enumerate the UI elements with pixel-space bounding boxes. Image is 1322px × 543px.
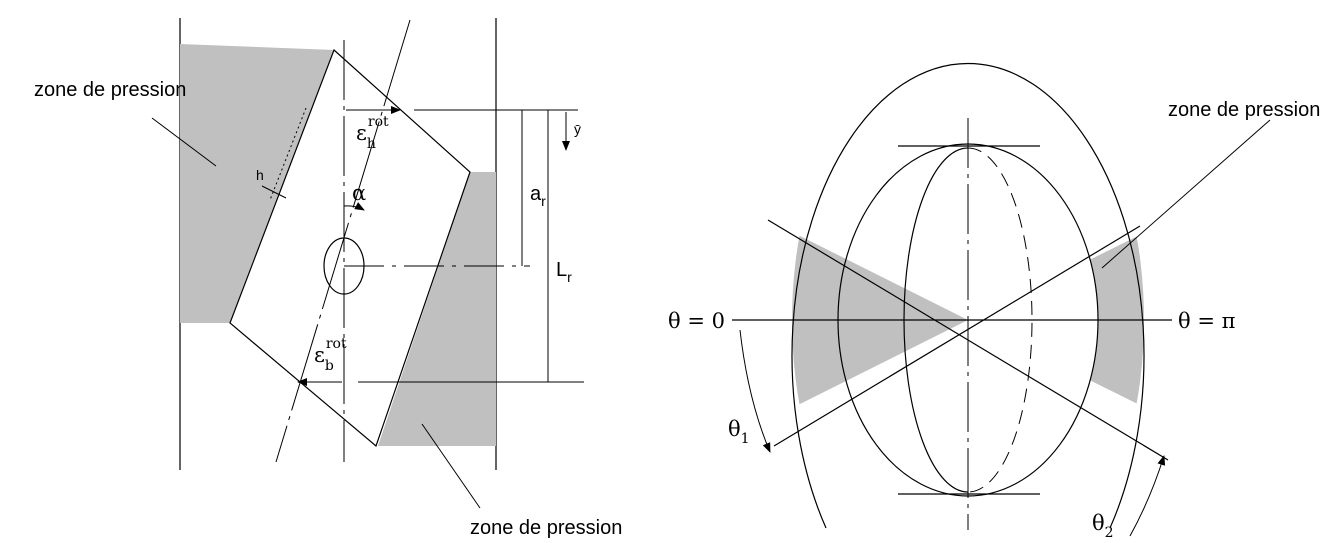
eps-h-label: εhrot <box>356 114 389 152</box>
theta-2-label: θ2 <box>1092 511 1114 541</box>
theta-2-arc <box>1129 455 1166 537</box>
theta-pi-label: θ = π <box>1178 309 1236 333</box>
film-dotted-line <box>269 107 307 201</box>
L-r-label: Lr <box>556 259 572 285</box>
middle-ellipse-right-dashed <box>967 147 1033 493</box>
zone-leader-top <box>151 117 217 167</box>
h-label: h <box>256 167 264 183</box>
tilted-axis <box>275 19 411 463</box>
ybar-label: ȳ <box>574 121 581 137</box>
zone-label-bottom: zone de pression <box>470 517 622 539</box>
zone-leader-bottom <box>421 423 481 509</box>
right-diagram: zone de pression θ = 0 θ = π θ1 θ2 <box>668 62 1320 541</box>
diagonal-line-2 <box>773 225 1141 447</box>
alpha-arc <box>343 202 365 211</box>
theta-1-label: θ1 <box>728 417 750 447</box>
h-tick <box>261 185 287 199</box>
zone-leader-right <box>1101 119 1271 269</box>
tilted-rectangle <box>229 48 471 448</box>
alpha-label: α <box>352 181 366 205</box>
rotation-center-circle <box>323 237 365 295</box>
theta-1-arc <box>739 329 771 453</box>
pressure-zone-bottom <box>378 172 496 446</box>
left-diagram: zone de pression zone de pression h α εh… <box>34 18 622 539</box>
zone-label-right: zone de pression <box>1168 99 1320 121</box>
diagonal-line-1 <box>767 219 1169 461</box>
a-r-label: ar <box>530 183 546 209</box>
pressure-zone-top <box>180 44 334 323</box>
outer-ellipse-arc <box>791 62 1145 529</box>
eps-b-label: εbrot <box>314 336 347 374</box>
zone-label-top: zone de pression <box>34 79 186 101</box>
theta-zero-label: θ = 0 <box>668 309 725 333</box>
